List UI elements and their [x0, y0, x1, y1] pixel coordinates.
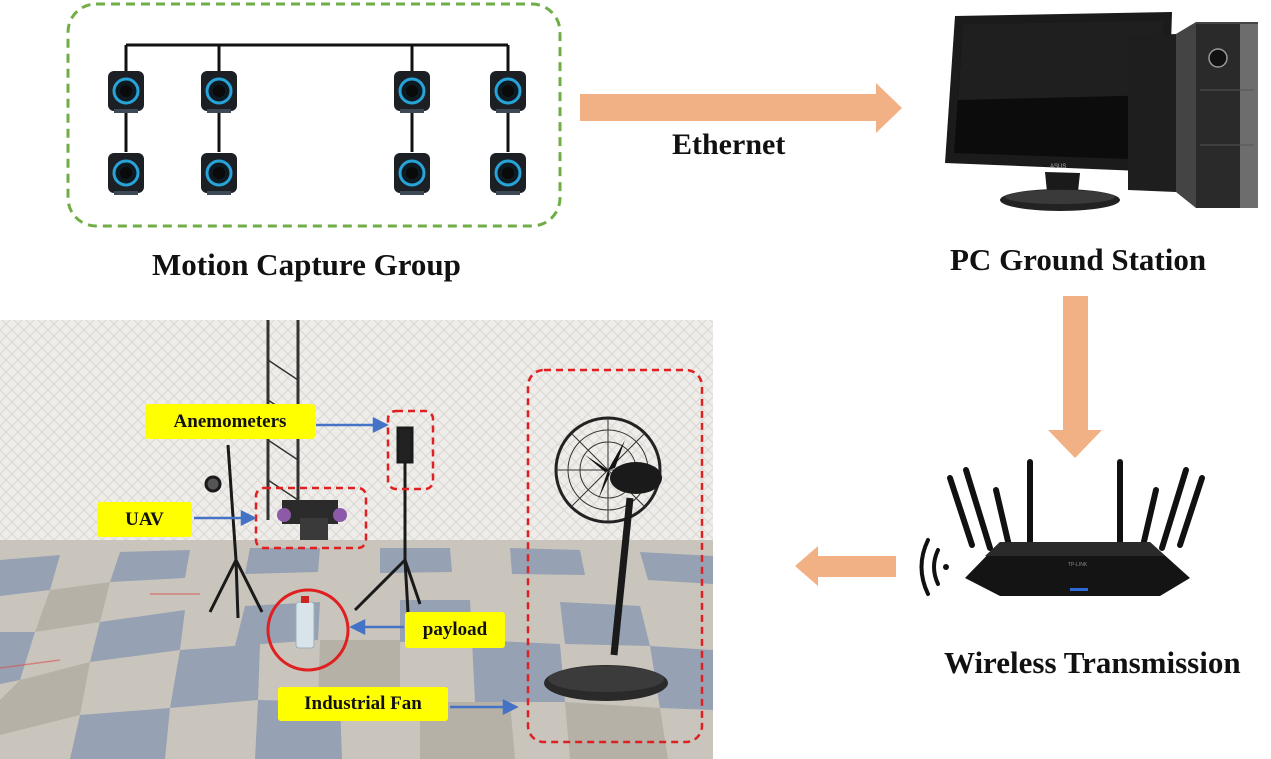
- router-icon: [947, 459, 1205, 596]
- motion-capture-boundary: [66, 2, 562, 228]
- anemometer-tripod: [353, 426, 422, 613]
- mocap-camera-icon: [201, 153, 237, 195]
- payload-bottle: [295, 596, 315, 649]
- uav-body: [277, 500, 347, 540]
- camera-wiring: [124, 43, 510, 152]
- mocap-camera-icon: [490, 71, 526, 113]
- wireless-caption: Wireless Transmission: [944, 645, 1241, 680]
- pc-ground-station-caption: PC Ground Station: [950, 242, 1207, 277]
- mocap-camera-icon: [490, 153, 526, 195]
- monitor-icon: [945, 12, 1172, 211]
- motion-capture-caption: Motion Capture Group: [152, 247, 461, 282]
- industrial-fan-label: Industrial Fan: [278, 687, 448, 721]
- wifi-signal-icon: [919, 538, 949, 596]
- left-tripod: [204, 444, 264, 619]
- tower-icon: [1128, 22, 1258, 208]
- mocap-camera-icon: [394, 71, 430, 113]
- mocap-camera-icon: [394, 153, 430, 195]
- monitor-brand: ASUS: [1050, 164, 1066, 170]
- anemometer-highlight: [386, 409, 435, 491]
- router-brand: TP-LINK: [1068, 562, 1088, 568]
- uav-label: UAV: [97, 502, 192, 537]
- mocap-camera-icon: [108, 153, 144, 195]
- fan-highlight: [526, 368, 704, 744]
- industrial-fan-body: [544, 416, 668, 701]
- mocap-camera-icon: [201, 71, 237, 113]
- anemometers-label: Anemometers: [145, 404, 315, 439]
- payload-label: payload: [405, 612, 505, 648]
- payload-highlight: [266, 588, 350, 672]
- ethernet-label: Ethernet: [672, 128, 786, 161]
- mocap-camera-icon: [108, 71, 144, 113]
